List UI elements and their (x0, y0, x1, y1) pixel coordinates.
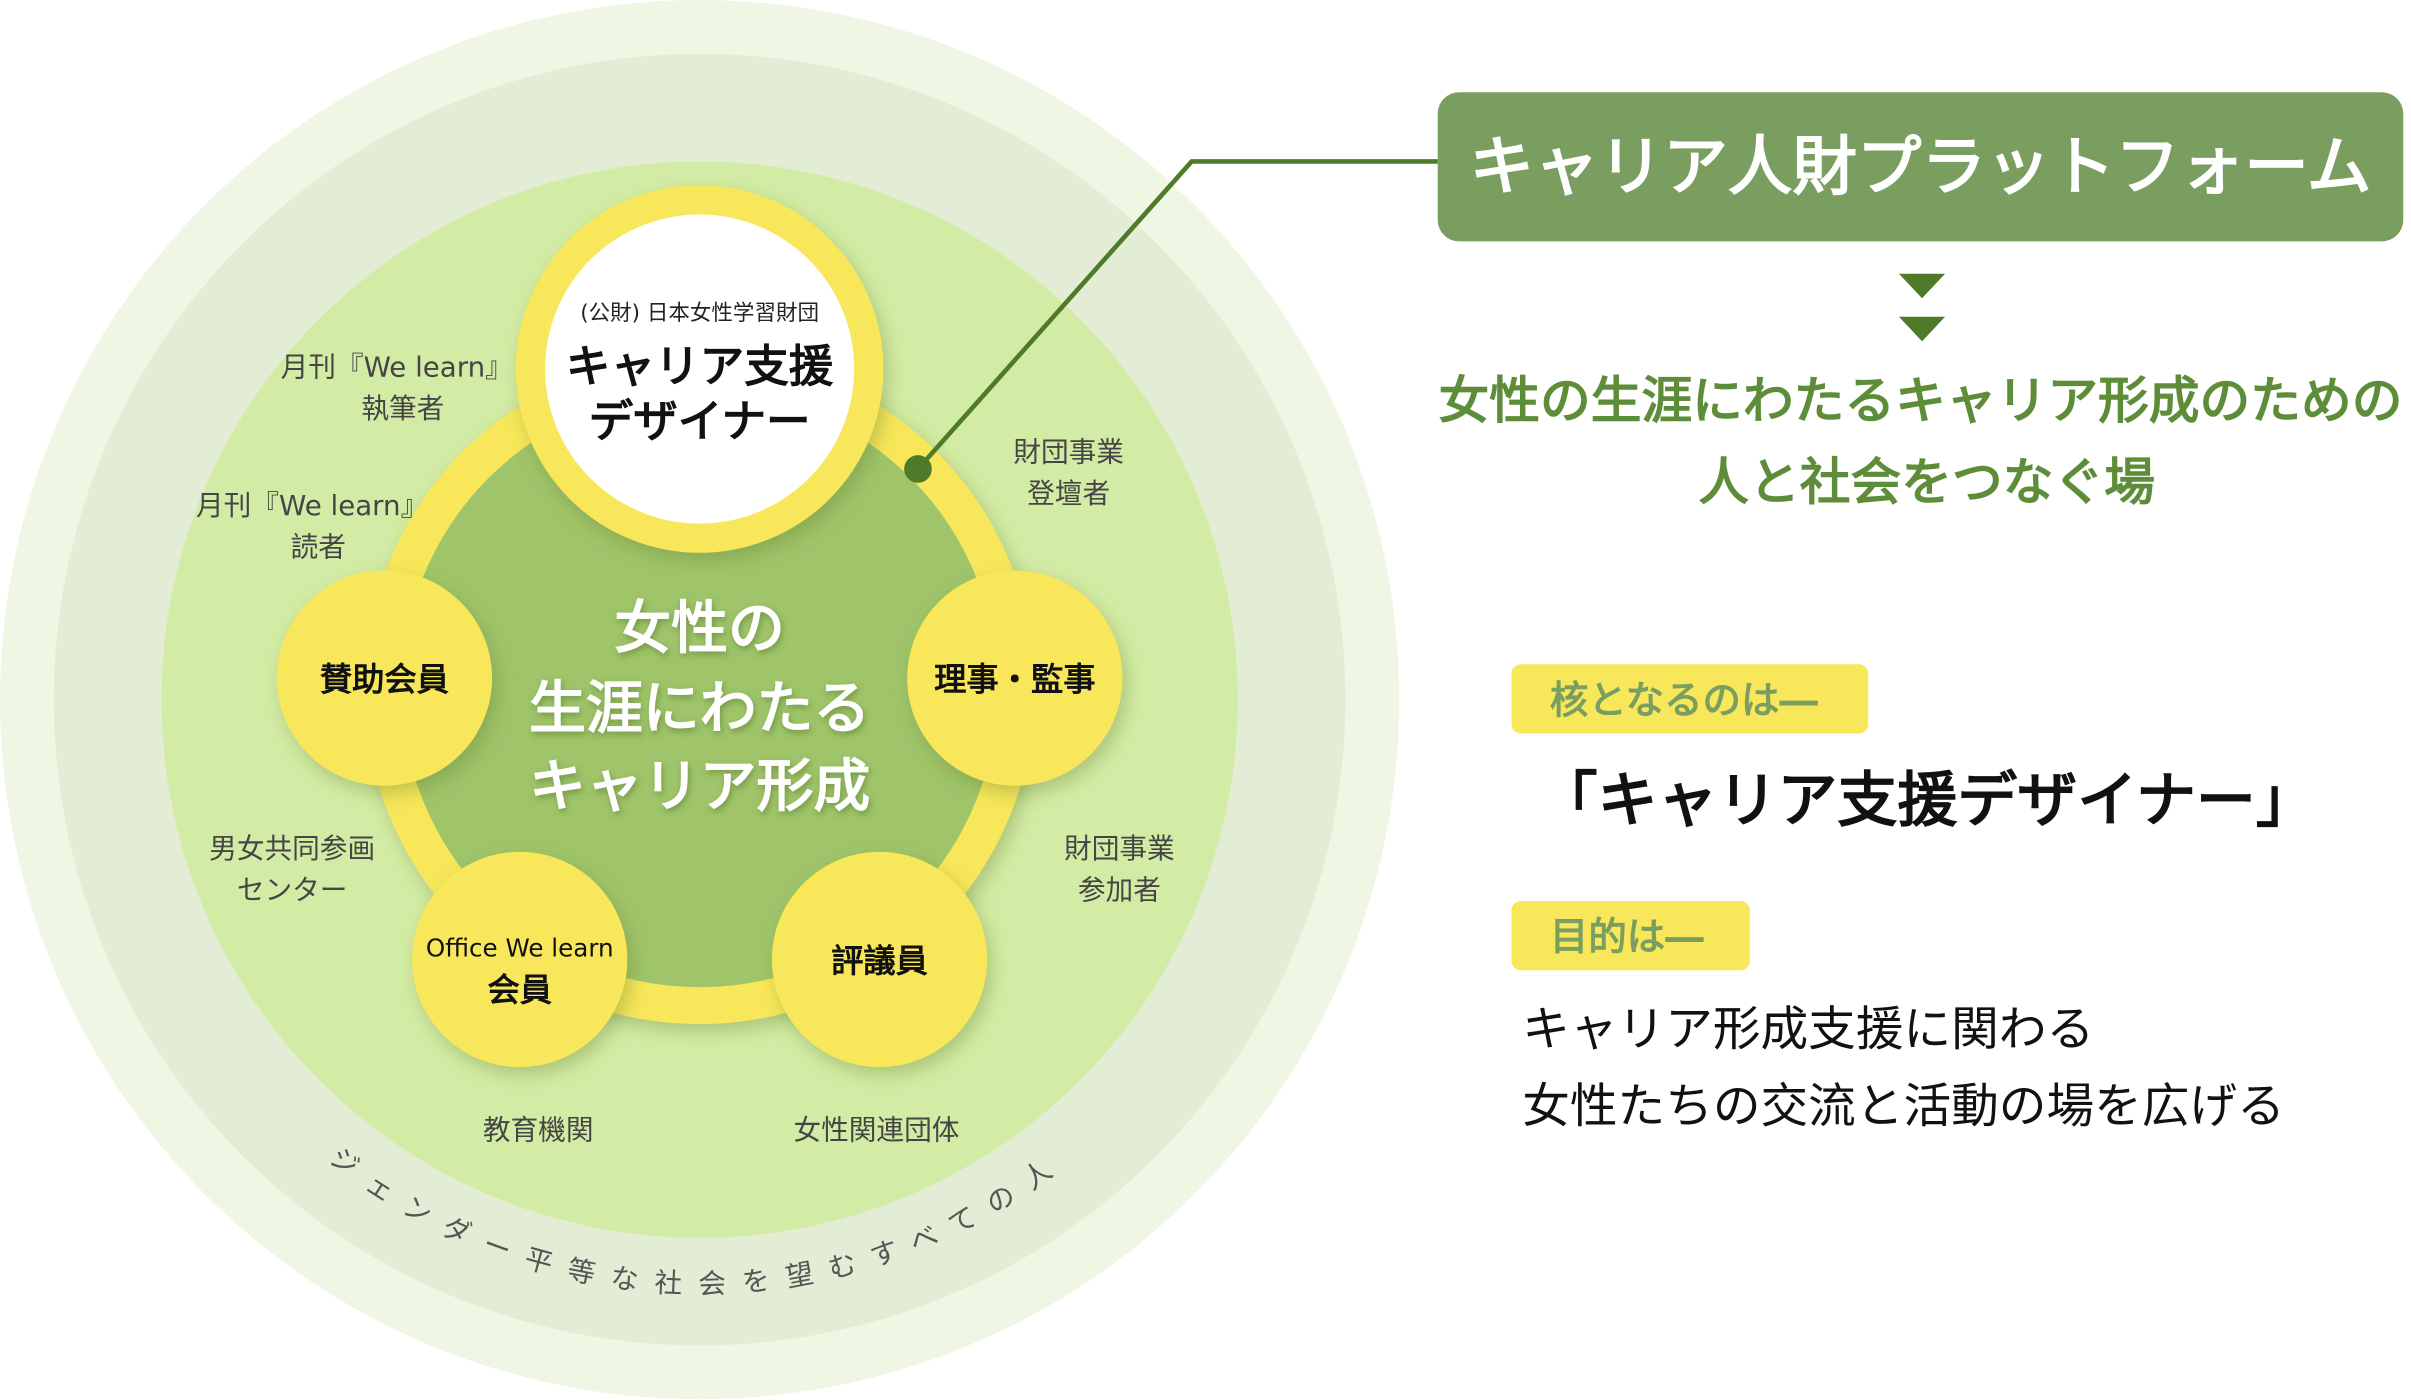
center-text-2: 生涯にわたる (529, 675, 870, 741)
platform-tagline-1: 女性の生涯にわたるキャリア形成のための (1439, 371, 2403, 430)
platform-tagline-2: 人と社会をつなぐ場 (1698, 453, 2155, 512)
node-directors (907, 570, 1123, 786)
core-node-title-1: キャリア支援 (566, 340, 834, 392)
node-directors-label: 理事・監事 (934, 660, 1095, 698)
label-speakers-2: 登壇者 (1027, 477, 1110, 510)
platform-title-box (1437, 92, 2404, 242)
core-node (515, 185, 884, 553)
label-center-2: センター (237, 874, 348, 907)
node-supporting-members (276, 570, 493, 786)
label-center-1: 男女共同参画 (209, 832, 375, 865)
core-label-badge (1511, 664, 1869, 734)
center-text-3: キャリア形成 (529, 754, 870, 820)
connector-dot (904, 455, 932, 483)
label-writers-1: 月刊『We learn』 (281, 351, 513, 384)
core-label: 核となるのは― (1550, 678, 1818, 723)
platform-title: キャリア人財プラットフォーム (1470, 130, 2372, 205)
label-participants-2: 参加者 (1078, 874, 1161, 907)
node-councilors-label: 評議員 (831, 942, 929, 980)
node-supporting-members-label: 賛助会員 (320, 660, 450, 698)
connector-line (916, 159, 1438, 471)
label-readers-1: 月刊『We learn』 (196, 489, 428, 522)
node-councilors (771, 851, 988, 1068)
purpose-label: 目的は― (1550, 915, 1704, 960)
label-speakers-1: 財団事業 (1013, 435, 1124, 468)
label-readers-2: 読者 (291, 531, 346, 564)
label-participants-1: 財団事業 (1064, 832, 1175, 865)
center-text-1: 女性の (614, 595, 785, 661)
core-node-title-2: デザイナー (589, 396, 811, 448)
core-node-org: (公財) 日本女性学習財団 (580, 301, 819, 326)
node-office-members-label-2: 会員 (487, 971, 552, 1009)
node-office-members-label-1: Office We learn (426, 933, 614, 962)
label-education: 教育機関 (483, 1113, 594, 1146)
core-value: 「キャリア支援デザイナー」 (1538, 766, 2316, 836)
purpose-value-2: 女性たちの交流と活動の場を広げる (1522, 1079, 2285, 1134)
node-office-members (412, 851, 628, 1068)
purpose-value-1: キャリア形成支援に関わる (1522, 1003, 2094, 1058)
arrow-down-icon (1898, 273, 1946, 299)
label-women-orgs: 女性関連団体 (793, 1113, 959, 1146)
purpose-label-badge (1511, 901, 1750, 971)
label-writers-2: 執筆者 (361, 392, 444, 425)
arrow-down-icon (1898, 316, 1946, 342)
